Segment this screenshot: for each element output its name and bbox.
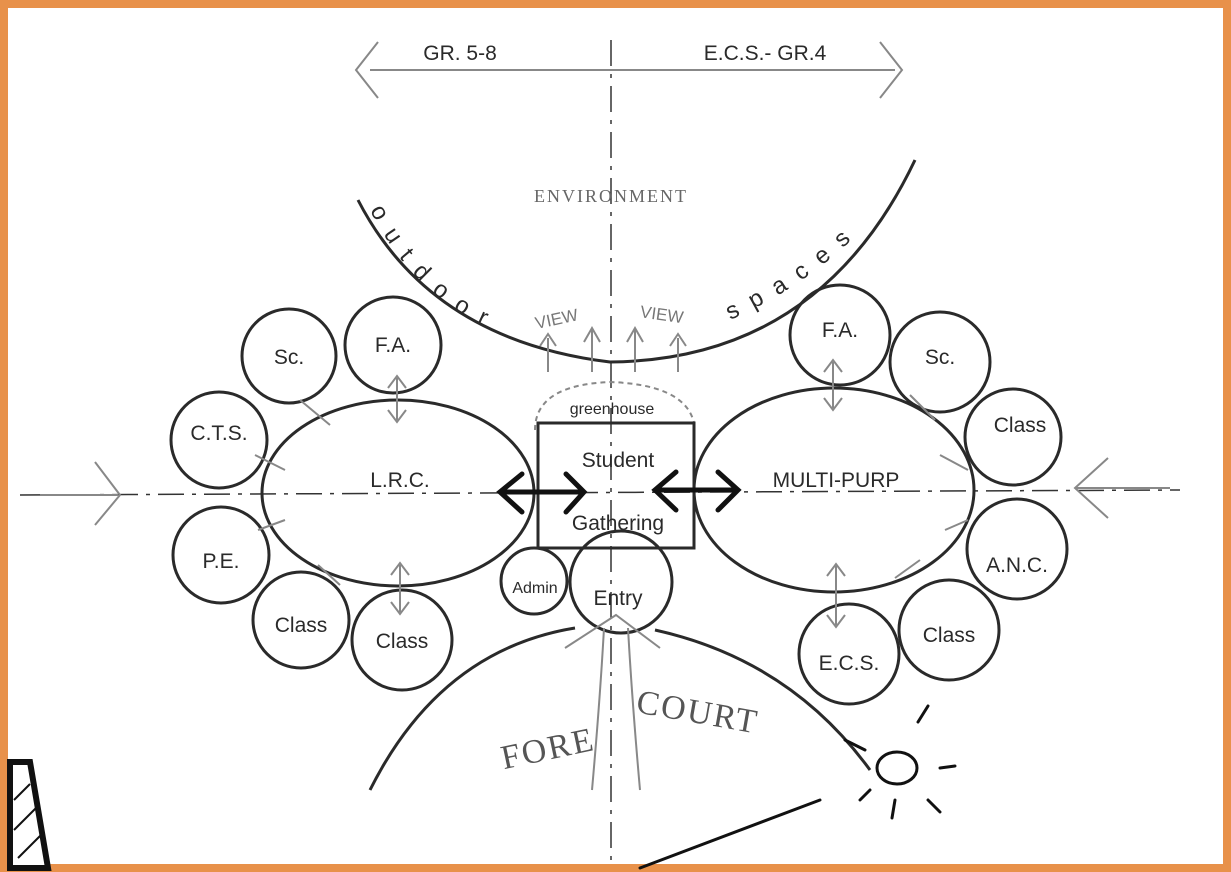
left-room-sc xyxy=(240,307,338,405)
right-room-ecs xyxy=(797,602,901,706)
entry-circle xyxy=(568,529,674,635)
right-room-anc-label: A.N.C. xyxy=(986,554,1048,577)
left-room-class-a-label: Class xyxy=(275,614,328,637)
right-room-fa-label: F.A. xyxy=(822,319,858,342)
corner-hatch-block xyxy=(7,759,52,871)
right-room-class-b xyxy=(897,578,1001,682)
left-room-cts xyxy=(169,390,269,490)
left-room-fa-label: F.A. xyxy=(375,334,411,357)
greenhouse-label: greenhouse xyxy=(570,401,655,418)
right-room-anc xyxy=(965,497,1069,601)
left-room-cts-label: C.T.S. xyxy=(190,422,247,445)
sun-sketch xyxy=(638,704,957,870)
gathering-label: Gathering xyxy=(572,512,664,535)
view-arrows xyxy=(539,325,687,372)
right-room-class-a-label: Class xyxy=(994,414,1047,437)
left-room-class-b-label: Class xyxy=(376,630,429,653)
left-room-sc-label: Sc. xyxy=(274,346,304,369)
grade-label-left: GR. 5-8 xyxy=(423,42,497,65)
admin-circle xyxy=(499,546,569,616)
right-room-ecs-label: E.C.S. xyxy=(819,652,880,675)
connection-arrows xyxy=(496,469,742,515)
forecourt-arc xyxy=(368,626,872,791)
grade-arrow xyxy=(354,41,904,99)
entry-path-arrow xyxy=(564,613,661,791)
view-label-right: VIEW xyxy=(639,302,685,327)
right-room-fa xyxy=(788,283,892,387)
left-room-fa xyxy=(343,295,443,395)
room-link-arrows xyxy=(254,358,969,629)
environment-label: ENVIRONMENT xyxy=(534,186,688,206)
view-label-left: VIEW xyxy=(533,305,579,333)
fore-label: FORE xyxy=(498,721,599,777)
left-room-class-b xyxy=(350,588,454,692)
lrc-label: L.R.C. xyxy=(370,469,430,492)
student-label: Student xyxy=(582,449,655,472)
right-room-sc xyxy=(888,310,992,414)
outdoor-spaces-arc xyxy=(356,159,917,364)
left-room-pe xyxy=(171,505,271,605)
left-room-pe-label: P.E. xyxy=(203,550,240,573)
side-entry-arrows xyxy=(40,457,1170,526)
multi-purpose-label: MULTI-PURP xyxy=(773,469,900,492)
grade-label-right: E.C.S.- GR.4 xyxy=(704,42,827,65)
greenhouse-outline xyxy=(534,380,696,431)
right-room-sc-label: Sc. xyxy=(925,346,955,369)
entry-label: Entry xyxy=(593,587,643,610)
left-room-class-a xyxy=(251,570,351,670)
court-label: COURT xyxy=(634,684,762,742)
horizontal-axis xyxy=(19,489,1181,496)
admin-label: Admin xyxy=(512,580,557,597)
right-room-class-a xyxy=(963,387,1063,487)
outdoor-label: outdoor xyxy=(365,200,506,337)
right-room-class-b-label: Class xyxy=(923,624,976,647)
